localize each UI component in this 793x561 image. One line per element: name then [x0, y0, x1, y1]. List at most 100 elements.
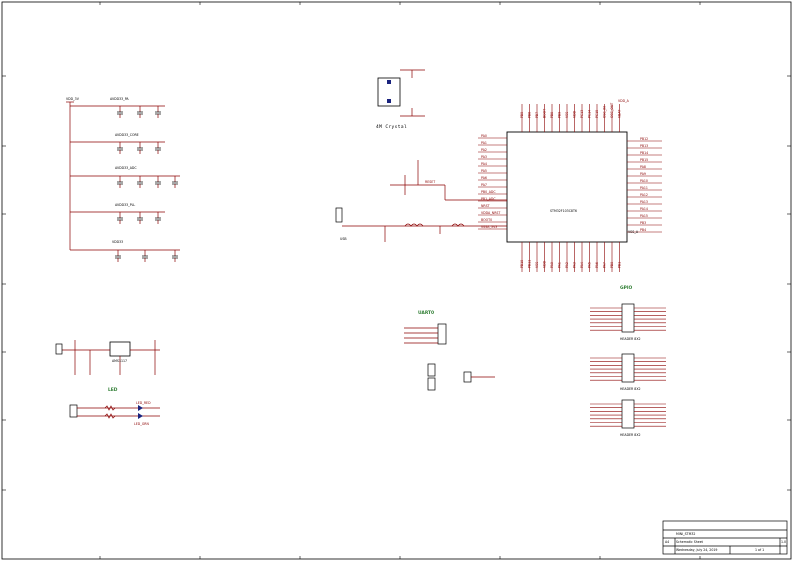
capacitor-symbol — [142, 250, 148, 262]
mcu-pin-label-top: OSC_IN — [603, 106, 607, 118]
mcu-pin-label-top: PB7 — [535, 112, 539, 118]
mcu-pin-label-left: PA6 — [481, 176, 487, 180]
rail-label-pa: AVDD33_PA — [110, 97, 129, 101]
mcu-part-name: STM32F103C8T6 — [550, 209, 577, 213]
mcu-pin-label-right: PB14 — [640, 151, 648, 155]
mcu-pin-label-right: PA12 — [640, 193, 648, 197]
power-rail-labels: VDD_3V AVDD33_PA AVDD33_CORE AVDD33_ADC … — [66, 97, 139, 244]
mcu-pin-label-left: PB0_ADC — [481, 190, 496, 194]
mcu-pin-label-right: PA11 — [640, 186, 648, 190]
mcu-pin-label-bottom: PA0 — [550, 262, 554, 268]
mcu-pin-label-top: PB6 — [528, 112, 532, 118]
title-sheet-name: Schematic Sheet — [676, 540, 704, 544]
mcu-pin-label-top: PC14 — [588, 110, 592, 118]
mcu-pin-label-top: VBAT — [618, 110, 622, 118]
mcu-pin-label-top: PB9 — [558, 112, 562, 118]
title-sheet: 1 of 1 — [755, 548, 764, 552]
led-connector — [69, 404, 78, 418]
capacitor-symbol — [137, 176, 143, 188]
mcu-pin-label-left: PA4 — [481, 162, 487, 166]
capacitor-symbol — [117, 106, 123, 118]
uart-header — [437, 323, 447, 345]
capacitor-symbol — [115, 250, 121, 262]
led-title: LED — [108, 387, 118, 393]
mcu-vss-label: VSS_A — [628, 230, 639, 234]
mcu-stm32: STM32F103C8T6 PA0PA1PA2PA3PA4PA5PA6PA7PB… — [478, 99, 662, 272]
mcu-pin-label-left: VDDA_NRST — [481, 211, 500, 215]
mcu-pin-label-right: PA15 — [640, 214, 648, 218]
usb-label: USB — [340, 237, 347, 241]
led-grn-label: LED_GRN — [134, 422, 150, 426]
capacitor-symbol — [155, 212, 161, 224]
uart-title: UART0 — [418, 310, 434, 316]
aux-connector — [463, 371, 472, 383]
mcu-pin-label-bottom: VDD — [543, 260, 547, 268]
rail-label-vdd33: VDD33 — [112, 240, 123, 244]
reset-label: RESET — [425, 180, 435, 184]
mcu-pin-label-right: PA14 — [640, 207, 648, 211]
mcu-pin-label-left: PA1 — [481, 141, 487, 145]
mcu-pin-label-top: PC13 — [580, 110, 584, 118]
gpio-header-label: HEADER 8X2 — [620, 433, 641, 437]
mcu-pin-label-right: PA8 — [640, 165, 646, 169]
usb-input-chain — [335, 207, 507, 242]
mcu-pin-label-top: VDD — [573, 110, 577, 118]
crystal-pad — [387, 80, 391, 84]
title-size: A4 — [665, 540, 669, 544]
title-date: Wednesday, July 24, 2019 — [676, 548, 717, 552]
capacitor-symbol — [155, 142, 161, 154]
mcu-pin-label-top: PB8 — [550, 112, 554, 118]
mcu-pin-label-bottom: PA4 — [580, 262, 584, 268]
mcu-pin-label-left: PA7 — [481, 183, 487, 187]
capacitor-symbol — [155, 106, 161, 118]
capacitor-symbol — [172, 250, 178, 262]
mcu-pins: PA0PA1PA2PA3PA4PA5PA6PA7PB0_ADCPB1_ADCNR… — [478, 103, 662, 272]
uart-block: UART0 — [404, 310, 495, 391]
gpio-header-2x8: HEADER 8X2 — [590, 303, 666, 341]
gpio-header-label: HEADER 8X2 — [620, 337, 641, 341]
gpio-header-2x8: HEADER 8X2 — [590, 399, 666, 437]
led-block: LED LED_RED LED_GRN — [69, 387, 160, 426]
title-project: MINI_STM32 — [676, 532, 695, 536]
mcu-pin-label-left: NRST — [481, 204, 490, 208]
mcu-pin-label-bottom: PB10 — [520, 260, 524, 268]
capacitor-symbol — [117, 212, 123, 224]
capacitor-symbol — [117, 176, 123, 188]
mcu-pin-label-top: VSS — [565, 112, 569, 118]
rail-label-adc: AVDD33_ADC — [115, 166, 137, 170]
mcu-vdd-label: VDD_A — [618, 99, 630, 103]
power-decoupling-block — [66, 101, 180, 251]
mcu-pin-label-bottom: PB11 — [528, 260, 532, 268]
boot-jumper — [427, 377, 436, 391]
mcu-pin-label-top: PB5 — [520, 112, 524, 118]
power-jack — [55, 343, 63, 355]
mcu-pin-label-left: BOOT0 — [481, 218, 492, 222]
reset-network — [390, 160, 507, 201]
mcu-pin-label-bottom: PA7 — [603, 262, 607, 268]
title-block — [662, 520, 788, 555]
mcu-pin-label-left: PA2 — [481, 148, 487, 152]
mcu-pin-label-left: PA0 — [481, 134, 487, 138]
mcu-pin-label-right: PA13 — [640, 200, 648, 204]
rail-label-vdd: VDD_3V — [66, 97, 80, 101]
rail-label-core: AVDD33_CORE — [115, 133, 139, 137]
mcu-pin-label-bottom: VSS — [535, 262, 539, 268]
mcu-pin-label-bottom: PA3 — [573, 262, 577, 268]
regulator-block: AMS1117 — [55, 340, 160, 375]
capacitor-symbol — [137, 142, 143, 154]
mcu-pin-label-right: PB15 — [640, 158, 648, 162]
mcu-pin-label-right: PB4 — [640, 228, 646, 232]
mcu-pin-label-left: PB1_ADC — [481, 197, 496, 201]
capacitor-symbol — [117, 142, 123, 154]
mcu-pin-label-bottom: PA6 — [595, 262, 599, 268]
boot-jumper — [427, 363, 436, 377]
crystal-title: 4M Crystal — [376, 124, 407, 130]
capacitor-symbol — [137, 212, 143, 224]
mcu-pin-label-bottom: PA1 — [558, 262, 562, 268]
mcu-pin-label-right: PB12 — [640, 137, 648, 141]
mcu-pin-label-left: PA5 — [481, 169, 487, 173]
